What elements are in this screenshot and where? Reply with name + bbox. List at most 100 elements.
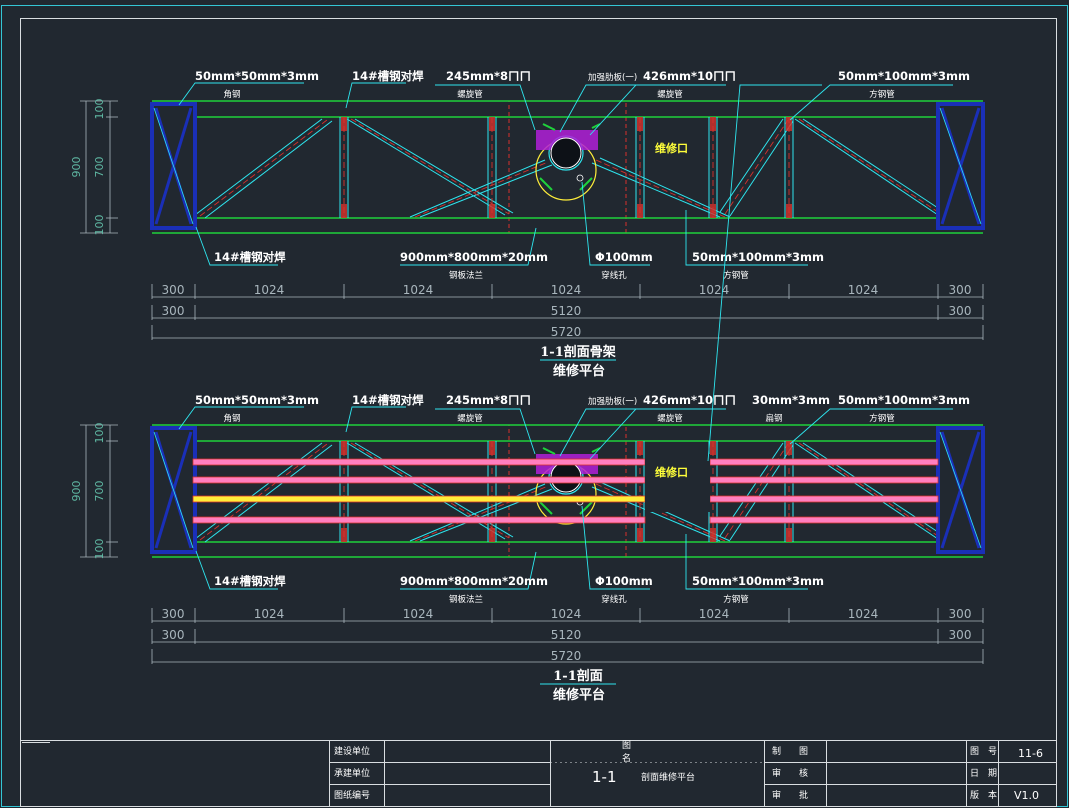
vertical-dim-top: 100: [93, 99, 106, 120]
span-dim-6: 300: [949, 607, 972, 621]
row2-dim-right: 300: [949, 304, 972, 318]
label-flat-steel-sub: 扁钢: [765, 413, 782, 424]
post-cap-top-0: [341, 117, 347, 131]
label-angle-steel: 50mm*50mm*3mm: [195, 393, 319, 407]
post-cap-bottom-0: [341, 528, 347, 542]
handrail-left-2: [192, 495, 646, 503]
leader-7: [400, 551, 537, 590]
handrail-right-3: [709, 516, 939, 524]
web-diagonal-4: [409, 159, 546, 218]
pipe-245-inner: [550, 137, 582, 169]
leader-0: [178, 406, 304, 430]
view-title: 1-1剖面骨架: [540, 344, 616, 360]
post-cap-top-3: [710, 117, 716, 131]
end-brace-c-0: [153, 107, 194, 225]
label-channel-weld-top: 14#槽钢对焊: [352, 393, 424, 407]
post-cap-top-2: [637, 441, 643, 455]
overall-height-dim: 900: [70, 481, 83, 502]
drawn-by-label: 制 图: [772, 745, 808, 757]
label-flange-sub: 钢板法兰: [449, 594, 483, 605]
label-pipe-245: 245mm*8ㄇㄇ: [446, 393, 531, 407]
label-flange: 900mm*800mm*20mm: [400, 574, 548, 588]
leader-3: [559, 408, 643, 457]
post-cap-bottom-0: [341, 204, 347, 218]
span-dim-2: 1024: [403, 283, 434, 297]
drawing-name: 剖面维修平台: [641, 771, 695, 783]
span-dim-0: 300: [162, 283, 185, 297]
title-block: 建设单位 承建单位 图纸编号 图 名 1-1 剖面维修平台 制 图 审 核 审 …: [20, 740, 1056, 806]
post-cap-top-2: [637, 117, 643, 131]
end-frame-1: [936, 426, 985, 554]
gusset-green-right: [579, 501, 593, 515]
label-square-tube-top: 50mm*100mm*3mm: [838, 393, 970, 407]
drawing-name-label-2: 名: [622, 752, 631, 764]
end-brace-c-0: [153, 431, 194, 549]
total-length-dim: 5720: [551, 649, 582, 663]
leader-1: [345, 82, 406, 109]
web-diagonal-4: [409, 483, 546, 542]
label-pipe-426: 426mm*10ㄇㄇ: [643, 69, 736, 83]
gusset-green-top-right: [591, 123, 601, 129]
leader-5: [789, 84, 953, 121]
leader-7: [400, 227, 537, 266]
diagonal-centerline-2: [414, 161, 549, 218]
diagonal-centerline-3: [595, 159, 726, 218]
post-cap-top-3: [710, 441, 716, 455]
span-dim-3: 1024: [551, 283, 582, 297]
view-title: 1-1剖面: [553, 668, 603, 684]
span-dim-5: 1024: [848, 283, 879, 297]
label-square-tube-bottom: 50mm*100mm*3mm: [692, 574, 824, 588]
label-pipe-245: 245mm*8ㄇㄇ: [446, 69, 531, 83]
gusset-green-right: [579, 177, 593, 191]
label-pipe-245-sub: 螺旋管: [457, 413, 483, 424]
label-service-opening: 维修口: [655, 141, 688, 155]
label-channel-weld-bottom: 14#槽钢对焊: [214, 250, 286, 264]
service-opening-gap: [645, 454, 710, 512]
post-cap-bottom-1: [489, 204, 495, 218]
leader-8: [581, 505, 650, 590]
web-diagonal-3: [354, 118, 514, 214]
leader-flat-steel: [707, 84, 822, 462]
leader-1: [345, 406, 406, 433]
label-cable-hole-sub: 穿线孔: [601, 270, 627, 281]
sheet-number-label: 图 号: [970, 746, 997, 757]
version-value: V1.0: [1014, 789, 1039, 802]
label-cable-hole: Φ100mm: [595, 250, 653, 264]
overall-height-dim: 900: [70, 157, 83, 178]
row2-dim-mid: 5120: [551, 628, 582, 642]
label-reinforcing-plate: 加强肋板(一): [588, 396, 637, 407]
diagonal-centerline-2: [414, 485, 549, 542]
cable-hole-marker: [576, 174, 584, 182]
web-diagonal-11: [802, 118, 939, 209]
handrail-left-1: [192, 476, 646, 484]
end-frame-1: [936, 102, 985, 230]
post-cap-bottom-3: [710, 528, 716, 542]
label-square-tube-bottom: 50mm*100mm*3mm: [692, 250, 824, 264]
handrail-left-3: [192, 516, 646, 524]
leader-9: [685, 534, 808, 590]
label-channel-weld-bottom: 14#槽钢对焊: [214, 574, 286, 588]
label-reinforcing-plate: 加强肋板(一): [588, 72, 637, 83]
row2-dim-right: 300: [949, 628, 972, 642]
span-dim-6: 300: [949, 283, 972, 297]
post-cap-top-4: [786, 117, 792, 131]
label-angle-steel: 50mm*50mm*3mm: [195, 69, 319, 83]
web-diagonal-7: [599, 157, 731, 218]
post-cap-bottom-4: [786, 528, 792, 542]
handrail-right-1: [709, 476, 939, 484]
date-label: 日 期: [970, 768, 997, 779]
web-diagonal-10: [794, 118, 939, 216]
diagonal-centerline-1: [350, 118, 510, 215]
diagonal-centerline-4: [724, 119, 789, 215]
leader-2: [435, 84, 536, 131]
handrail-right-2: [709, 495, 939, 503]
version-label: 版 本: [970, 789, 997, 801]
label-angle-steel-sub: 角钢: [223, 413, 240, 424]
span-dim-3: 1024: [551, 607, 582, 621]
vertical-dim-bottom: 100: [93, 215, 106, 236]
leader-6: [195, 226, 278, 266]
gusset-green-left: [539, 501, 553, 515]
row2-dim-left: 300: [162, 304, 185, 318]
label-square-tube-top-sub: 方钢管: [869, 89, 895, 100]
